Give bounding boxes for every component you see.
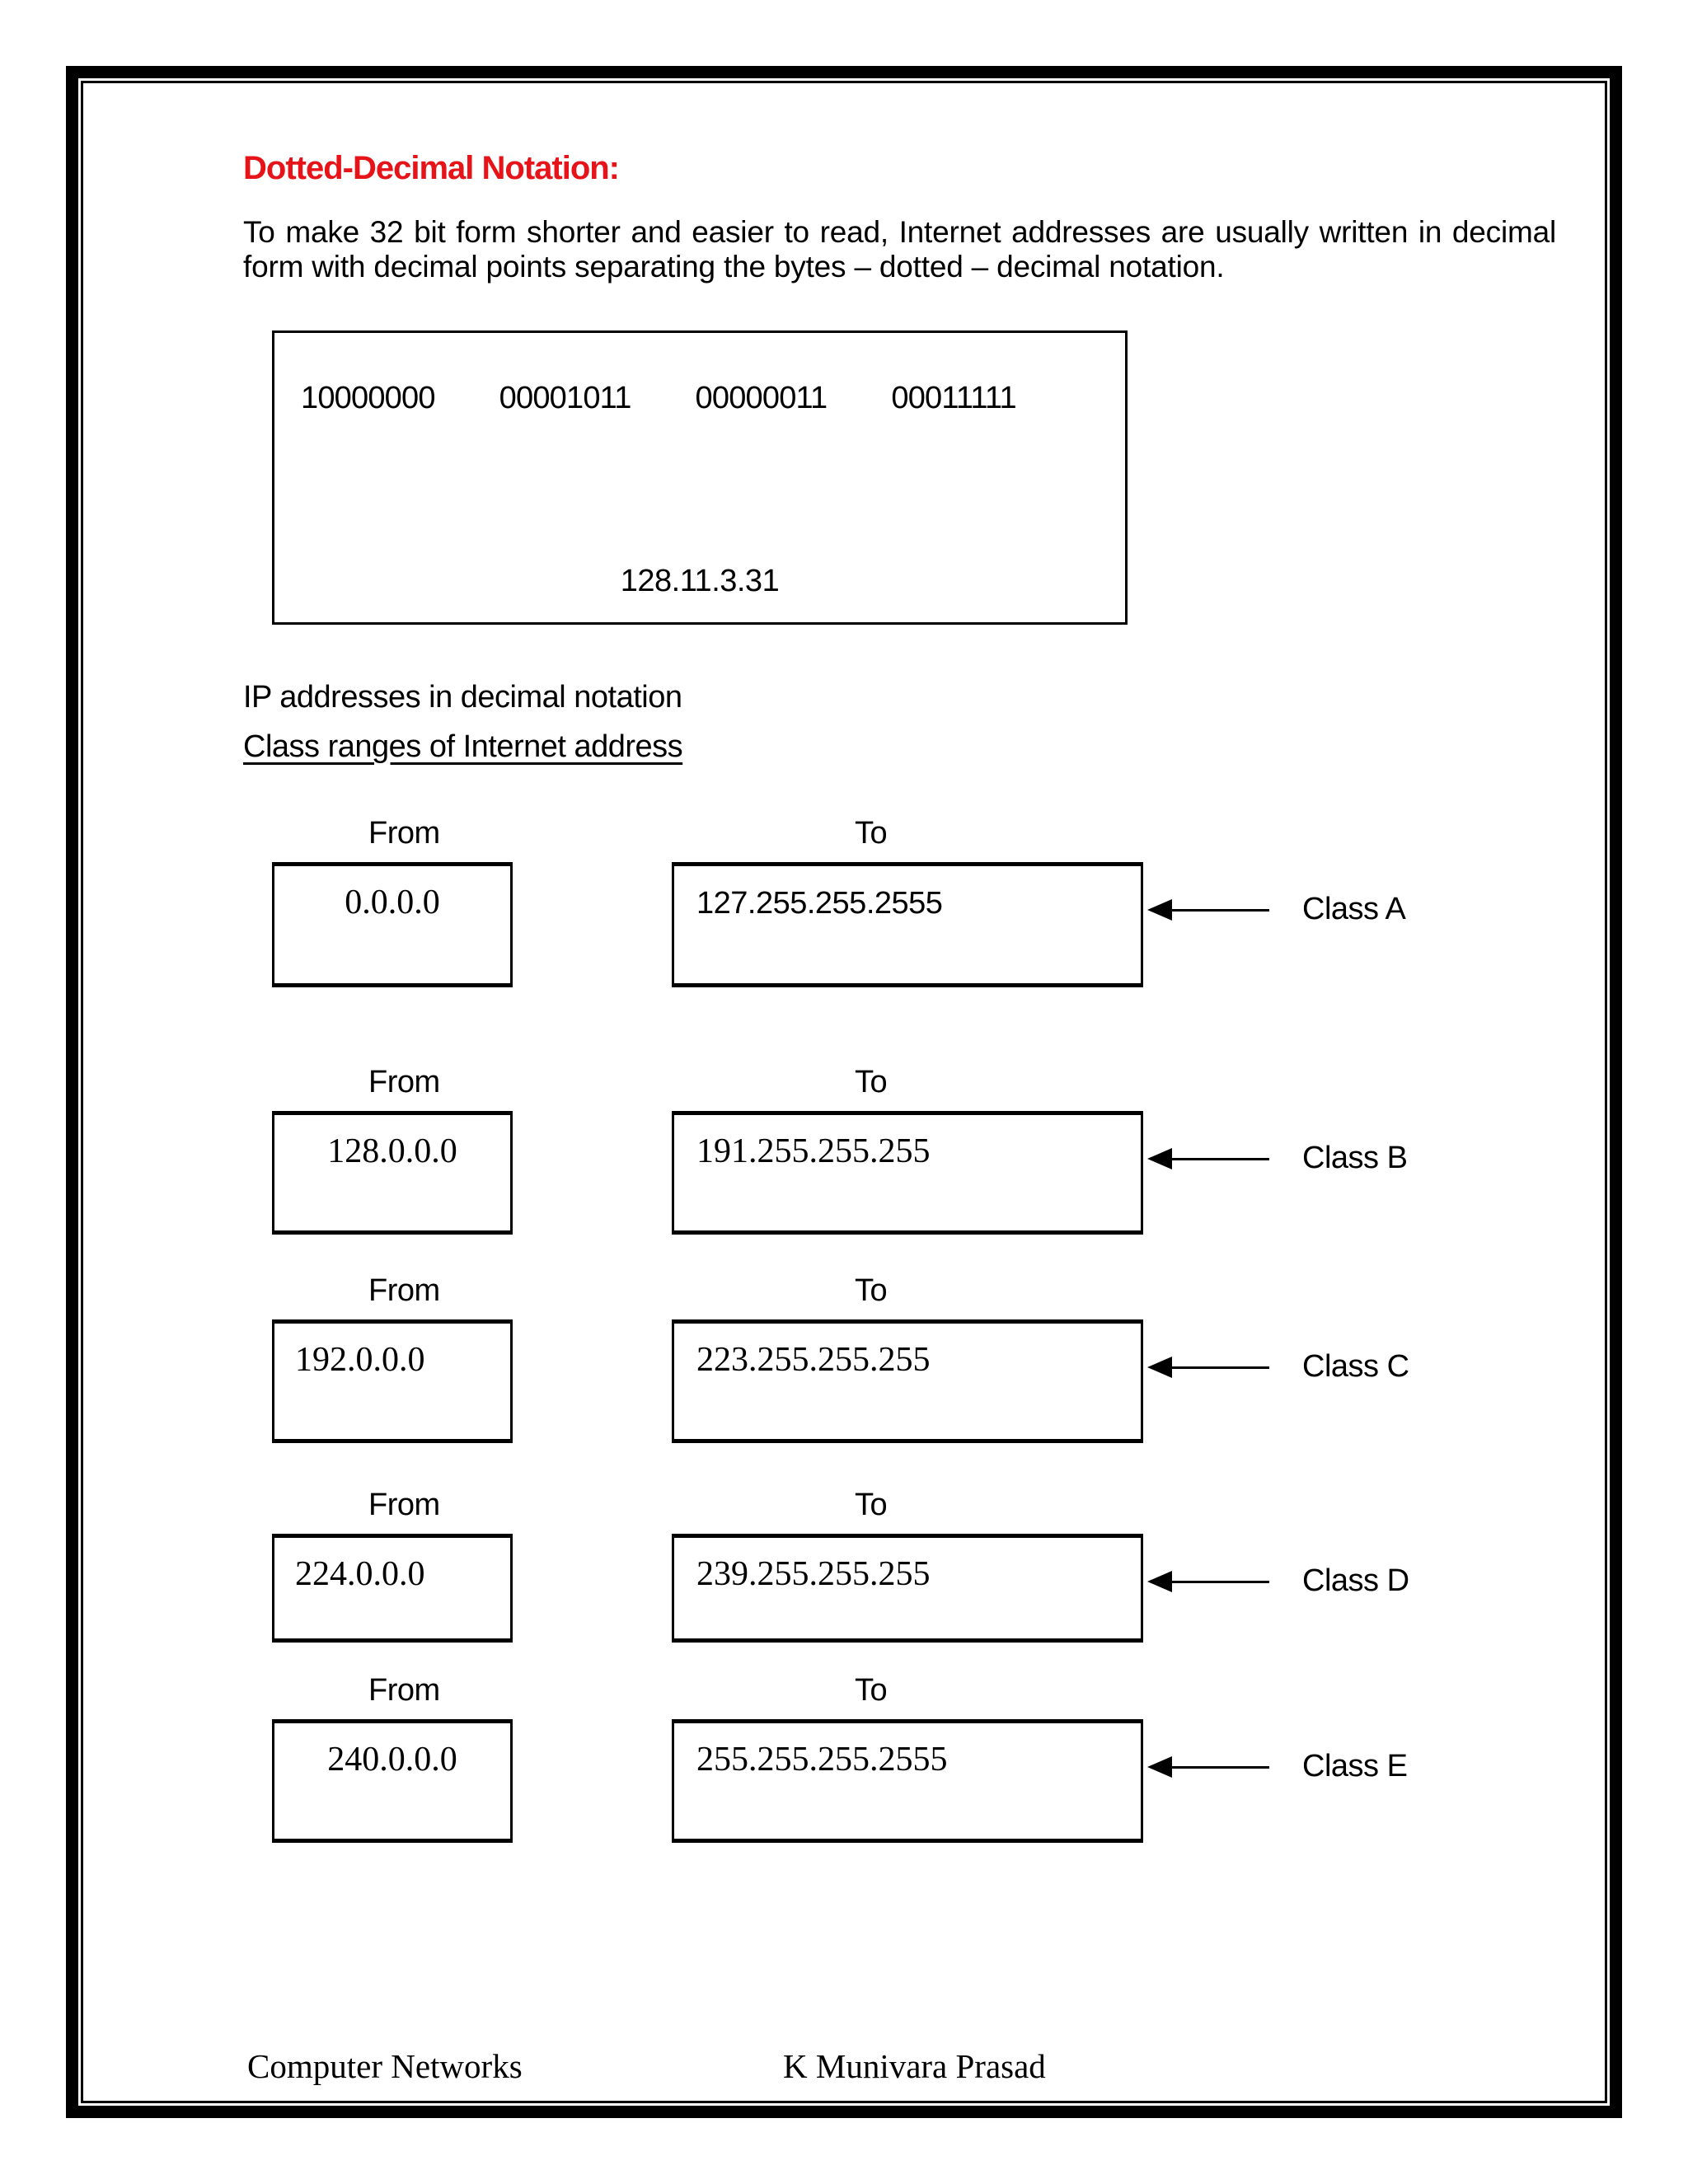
from-label: From xyxy=(368,1488,440,1522)
arrow-line xyxy=(1169,1366,1269,1369)
page-outer-border xyxy=(66,66,1622,2118)
from-label: From xyxy=(368,1065,440,1099)
left-arrowhead-icon xyxy=(1147,1571,1172,1592)
arrow-line xyxy=(1169,1157,1269,1160)
arrow-line xyxy=(1169,1765,1269,1769)
dotted-decimal-value: 128.11.3.31 xyxy=(620,564,780,598)
class-d-label: Class D xyxy=(1302,1563,1409,1598)
class-b-from-value: 128.0.0.0 xyxy=(327,1132,457,1170)
intro-paragraph: To make 32 bit form shorter and easier t… xyxy=(243,215,1556,284)
binary-octet-1: 10000000 xyxy=(301,381,435,415)
footer-course-title: Computer Networks xyxy=(247,2047,523,2085)
binary-octet-4: 00011111 xyxy=(891,381,1016,415)
class-e-from-box: 240.0.0.0 xyxy=(272,1719,513,1843)
class-b-to-value: 191.255.255.255 xyxy=(696,1132,931,1170)
class-e-arrow xyxy=(1147,1756,1269,1778)
from-label: From xyxy=(368,1273,440,1308)
class-b-arrow xyxy=(1147,1148,1269,1169)
from-label: From xyxy=(368,1673,440,1708)
class-d-to-value: 239.255.255.255 xyxy=(696,1555,931,1593)
class-c-label: Class C xyxy=(1302,1349,1409,1384)
arrow-line xyxy=(1169,1580,1269,1583)
from-label: From xyxy=(368,816,440,851)
class-a-to-value: 127.255.255.2555 xyxy=(696,886,943,921)
binary-octet-row: 10000000 00001011 00000011 00011111 xyxy=(301,381,1017,416)
binary-address-figure: 10000000 00001011 00000011 00011111 128.… xyxy=(272,330,1128,625)
class-b-label: Class B xyxy=(1302,1141,1408,1175)
class-a-to-box: 127.255.255.2555 xyxy=(672,862,1143,987)
class-e-to-box: 255.255.255.2555 xyxy=(672,1719,1143,1843)
class-a-arrow xyxy=(1147,899,1269,921)
figure-caption: IP addresses in decimal notation xyxy=(243,680,682,715)
left-arrowhead-icon xyxy=(1147,1357,1172,1378)
binary-octet-3: 00000011 xyxy=(695,381,828,415)
left-arrowhead-icon xyxy=(1147,899,1172,921)
section-title: Dotted-Decimal Notation: xyxy=(243,150,620,186)
to-label: To xyxy=(855,1273,888,1308)
arrow-line xyxy=(1169,908,1269,912)
class-d-from-value: 224.0.0.0 xyxy=(295,1555,425,1593)
page-inner-border xyxy=(81,81,1607,2103)
to-label: To xyxy=(855,1673,888,1708)
class-b-to-box: 191.255.255.255 xyxy=(672,1111,1143,1235)
footer-author-name: K Munivara Prasad xyxy=(783,2047,1046,2085)
class-c-from-value: 192.0.0.0 xyxy=(295,1341,425,1379)
class-e-from-value: 240.0.0.0 xyxy=(327,1741,457,1779)
to-label: To xyxy=(855,816,888,851)
class-a-from-box: 0.0.0.0 xyxy=(272,862,513,987)
class-c-to-value: 223.255.255.255 xyxy=(696,1341,931,1379)
class-c-arrow xyxy=(1147,1357,1269,1378)
class-e-label: Class E xyxy=(1302,1749,1408,1783)
to-label: To xyxy=(855,1488,888,1522)
binary-octet-2: 00001011 xyxy=(499,381,632,415)
class-d-arrow xyxy=(1147,1571,1269,1592)
class-c-to-box: 223.255.255.255 xyxy=(672,1319,1143,1443)
class-d-from-box: 224.0.0.0 xyxy=(272,1534,513,1643)
class-b-from-box: 128.0.0.0 xyxy=(272,1111,513,1235)
left-arrowhead-icon xyxy=(1147,1756,1172,1778)
class-c-from-box: 192.0.0.0 xyxy=(272,1319,513,1443)
class-a-from-value: 0.0.0.0 xyxy=(345,883,440,921)
left-arrowhead-icon xyxy=(1147,1148,1172,1169)
class-e-to-value: 255.255.255.2555 xyxy=(696,1741,948,1779)
class-d-to-box: 239.255.255.255 xyxy=(672,1534,1143,1643)
to-label: To xyxy=(855,1065,888,1099)
class-a-label: Class A xyxy=(1302,892,1406,926)
class-ranges-heading: Class ranges of Internet address xyxy=(243,729,683,764)
